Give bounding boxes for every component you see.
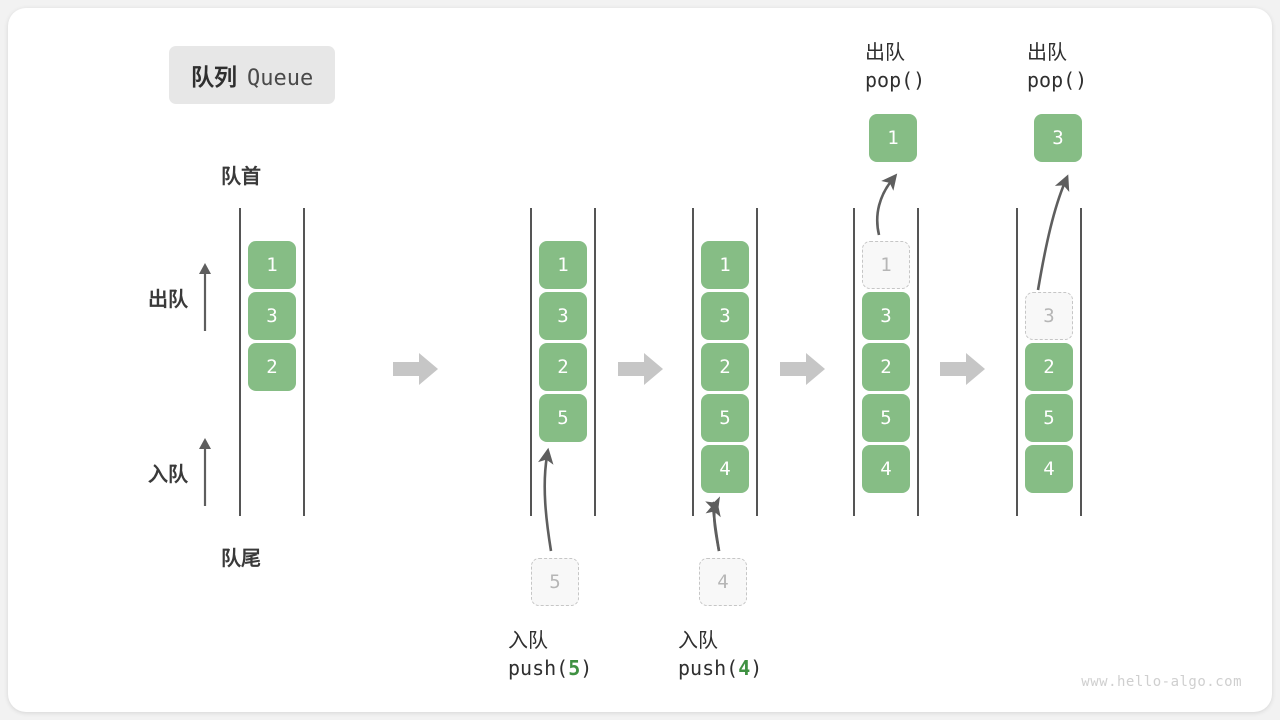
diagram-stage: 队列 Queue 队首 队尾 出队 入队 1 3 2 1 — [8, 8, 1272, 712]
pop-3-caption-cn: 出队 — [1027, 40, 1067, 64]
queue-cell: 5 — [701, 394, 749, 442]
pop-1-caption-cn: 出队 — [865, 40, 905, 64]
push-4-caption-cn: 入队 — [678, 628, 718, 652]
pop-1-caption: 出队 pop() — [865, 38, 925, 95]
queue-cell: 2 — [862, 343, 910, 391]
queue-cell: 3 — [539, 292, 587, 340]
popped-cell: 1 — [869, 114, 917, 162]
pop-3-caption-code: pop() — [1027, 68, 1088, 93]
push-5-code-suffix: ) — [580, 656, 593, 681]
column-rail-right — [303, 208, 305, 516]
push-5-caption-code: push(5) — [508, 654, 592, 682]
queue-cell: 3 — [862, 292, 910, 340]
column-rail-left — [1016, 208, 1018, 516]
push-5-code-prefix: push( — [508, 656, 569, 681]
incoming-ghost-cell: 5 — [531, 558, 579, 606]
pop-3-caption: 出队 pop() — [1027, 38, 1087, 95]
queue-head-label: 队首 — [221, 164, 261, 188]
flow-arrow-icon — [780, 352, 826, 386]
queue-cell-new: 5 — [539, 394, 587, 442]
push-4-caption: 入队 push(4) — [678, 626, 762, 683]
queue-cell: 1 — [248, 241, 296, 289]
queue-column-after-pop-3: 3 2 5 4 — [1016, 208, 1082, 516]
queue-cell-new: 4 — [701, 445, 749, 493]
title-chinese: 队列 — [191, 65, 237, 91]
push-4-code-prefix: push( — [678, 656, 739, 681]
popped-cell: 3 — [1034, 114, 1082, 162]
column-rail-right — [756, 208, 758, 516]
queue-cell: 5 — [862, 394, 910, 442]
title-english: Queue — [247, 66, 314, 91]
column-rail-right — [594, 208, 596, 516]
queue-cell: 3 — [701, 292, 749, 340]
queue-cell-removed: 3 — [1025, 292, 1073, 340]
queue-cell: 3 — [248, 292, 296, 340]
diagram-title-badge: 队列 Queue — [169, 46, 336, 104]
queue-cell-removed: 1 — [862, 241, 910, 289]
column-rail-left — [239, 208, 241, 516]
column-rail-right — [917, 208, 919, 516]
queue-column-after-pop-1: 1 3 2 5 4 — [853, 208, 919, 516]
flow-arrow-icon — [940, 352, 986, 386]
queue-column-after-push-5: 1 3 2 5 — [530, 208, 596, 516]
queue-cell: 4 — [1025, 445, 1073, 493]
queue-cell: 4 — [862, 445, 910, 493]
queue-cell: 2 — [701, 343, 749, 391]
push-4-code-number: 4 — [738, 656, 751, 681]
queue-cell: 5 — [1025, 394, 1073, 442]
push-5-code-number: 5 — [568, 656, 581, 681]
push-4-caption-code: push(4) — [678, 654, 762, 682]
queue-column-after-push-4: 1 3 2 5 4 — [692, 208, 758, 516]
queue-cell: 1 — [701, 241, 749, 289]
pop-1-caption-code: pop() — [865, 68, 926, 93]
queue-cell: 2 — [539, 343, 587, 391]
dequeue-up-arrow-icon — [199, 263, 211, 331]
queue-cell: 2 — [248, 343, 296, 391]
flow-arrow-icon — [393, 352, 439, 386]
dequeue-label-text: 出队 — [148, 286, 188, 311]
push-5-caption-cn: 入队 — [508, 628, 548, 652]
flow-arrow-icon — [618, 352, 664, 386]
queue-tail-label: 队尾 — [221, 546, 261, 570]
column-rail-right — [1080, 208, 1082, 516]
column-rail-left — [692, 208, 694, 516]
watermark: www.hello-algo.com — [1081, 674, 1242, 690]
incoming-ghost-cell: 4 — [699, 558, 747, 606]
column-rail-left — [853, 208, 855, 516]
push-4-code-suffix: ) — [750, 656, 763, 681]
queue-cell: 2 — [1025, 343, 1073, 391]
enqueue-up-arrow-icon — [199, 438, 211, 506]
column-rail-left — [530, 208, 532, 516]
queue-cell: 1 — [539, 241, 587, 289]
diagram-card: 队列 Queue 队首 队尾 出队 入队 1 3 2 1 — [8, 8, 1272, 712]
enqueue-label-text: 入队 — [148, 461, 188, 486]
dequeue-direction-label: 出队 — [148, 261, 213, 333]
push-5-caption: 入队 push(5) — [508, 626, 592, 683]
queue-column-initial: 1 3 2 — [239, 208, 305, 516]
enqueue-direction-label: 入队 — [148, 436, 213, 508]
